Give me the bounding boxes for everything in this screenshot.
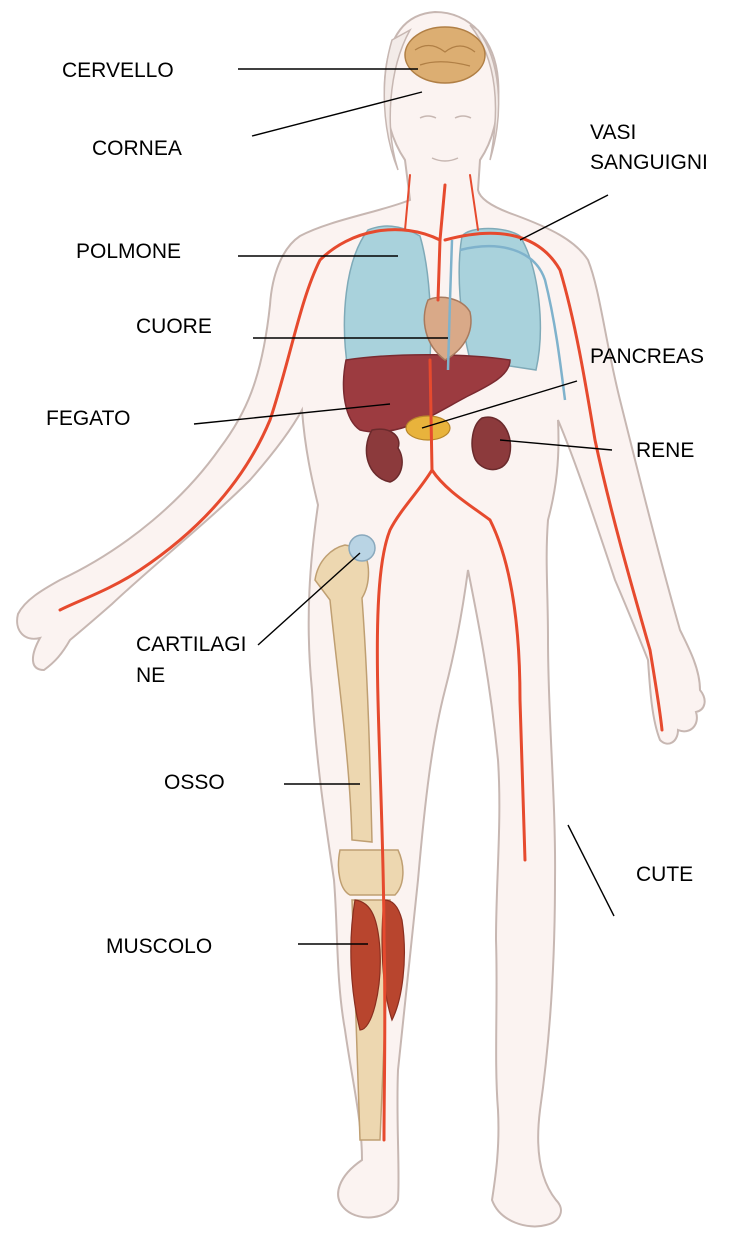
label-vasi-sanguigni-line1: VASI: [590, 118, 636, 148]
cartilage: [349, 535, 375, 561]
label-cartilagine-line1: CARTILAGI: [136, 630, 246, 660]
label-rene: RENE: [636, 436, 694, 466]
label-polmone: POLMONE: [76, 237, 181, 267]
label-osso: OSSO: [164, 768, 225, 798]
label-fegato: FEGATO: [46, 404, 130, 434]
brain: [405, 27, 485, 83]
label-cervello: CERVELLO: [62, 56, 174, 86]
lung-left: [344, 226, 430, 370]
label-cute: CUTE: [636, 860, 693, 890]
label-cartilagine-line2: NE: [136, 661, 165, 691]
label-cornea: CORNEA: [92, 134, 182, 164]
pancreas: [406, 416, 450, 440]
knee: [338, 850, 402, 895]
label-vasi-sanguigni-line2: SANGUIGNI: [590, 148, 708, 178]
label-pancreas: PANCREAS: [590, 342, 704, 372]
label-cuore: CUORE: [136, 312, 212, 342]
label-muscolo: MUSCOLO: [106, 932, 212, 962]
